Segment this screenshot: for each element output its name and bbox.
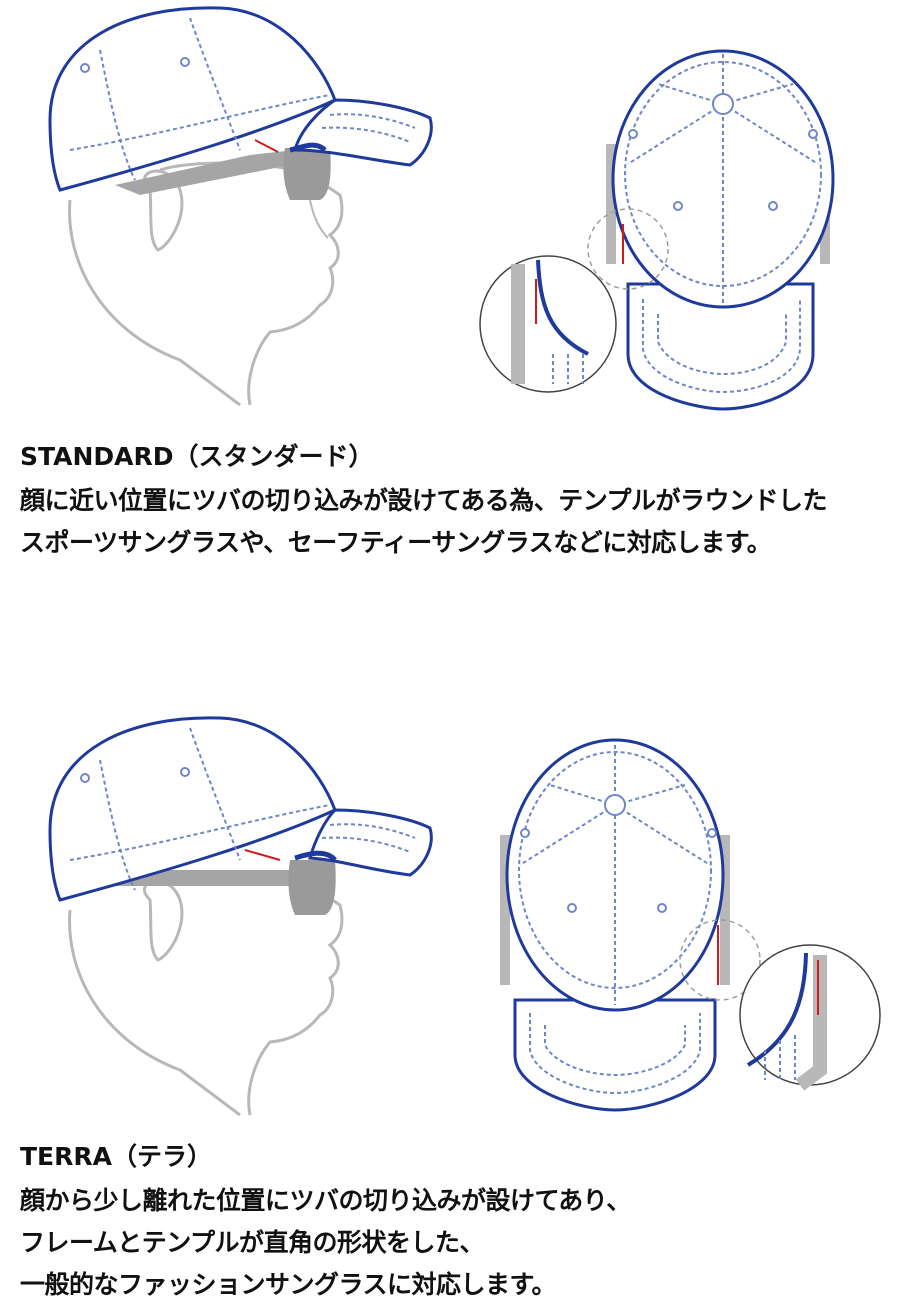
standard-top-view-illustration bbox=[479, 49, 835, 411]
standard-text-block: STANDARD（スタンダード） 顔に近い位置にツバの切り込みが設けてある為、テ… bbox=[20, 440, 890, 564]
standard-desc-line-2: スポーツサングラスや、セーフティーサングラスなどに対応します。 bbox=[20, 528, 772, 557]
standard-desc-line-1: 顔に近い位置にツバの切り込みが設けてある為、テンプルがラウンドした bbox=[20, 486, 828, 515]
terra-side-view-illustration bbox=[48, 716, 433, 1117]
standard-side-view-illustration bbox=[48, 6, 433, 407]
terra-desc-line-1: 顔から少し離れた位置にツバの切り込みが設けてあり、 bbox=[20, 1186, 631, 1215]
standard-section: STANDARD（スタンダード） 顔に近い位置にツバの切り込みが設けてある為、テ… bbox=[0, 0, 900, 560]
terra-desc-line-2: フレームとテンプルが直角の形状をした、 bbox=[20, 1228, 485, 1257]
standard-heading: STANDARD（スタンダード） bbox=[20, 442, 374, 471]
terra-desc-line-3: 一般的なファッションサングラスに対応します。 bbox=[20, 1270, 557, 1299]
terra-top-view-illustration bbox=[500, 738, 881, 1112]
terra-section: TERRA（テラ） 顔から少し離れた位置にツバの切り込みが設けてあり、 フレーム… bbox=[0, 700, 900, 1299]
terra-text-block: TERRA（テラ） 顔から少し離れた位置にツバの切り込みが設けてあり、 フレーム… bbox=[20, 1140, 890, 1306]
terra-heading: TERRA（テラ） bbox=[20, 1142, 212, 1171]
